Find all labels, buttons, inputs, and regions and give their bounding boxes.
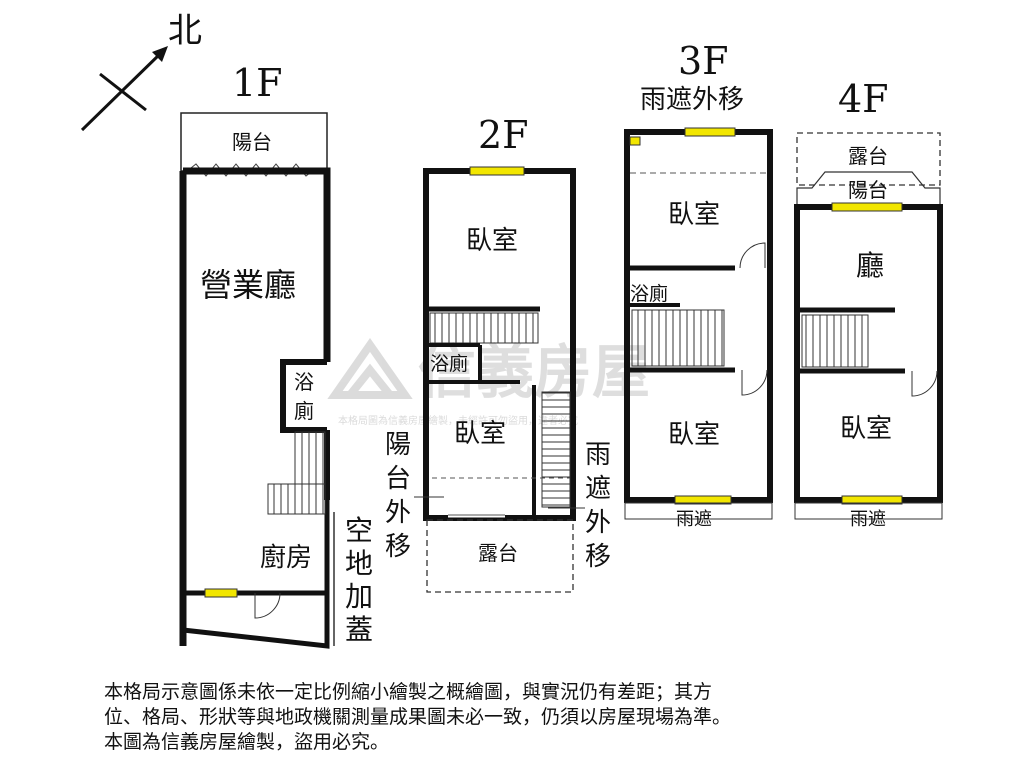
f4-bedroom-label: 臥室	[840, 414, 892, 444]
f3-window-bottom	[674, 495, 732, 505]
floor-4f: 4F 露台 陽台 廳 臥室 雨遮	[794, 77, 943, 530]
watermark-notice: 本格局圖為信義房屋繪製，未經許可勿盜用，違者必究	[338, 414, 578, 427]
f4-balcony-label: 陽台	[848, 178, 888, 202]
f4-awning-label: 雨遮	[850, 509, 886, 530]
f2-awning-moved-1: 雨	[585, 440, 611, 470]
north-compass: 北	[80, 11, 202, 132]
f3-window-top	[684, 127, 736, 137]
f2-bedroom-bottom: 臥室	[454, 419, 506, 449]
brand-logo-icon	[327, 338, 413, 399]
disclaimer-line-1: 本格局示意圖係未依一定比例縮小繪製之概繪圖，與實況仍有差距；其方	[104, 681, 713, 703]
f1-hall-label: 營業廳	[200, 266, 296, 304]
floor-plan-diagram: 信義房屋 本格局圖為信義房屋繪製，未經許可勿盜用，違者必究 北 1F 陽台 營業…	[80, 11, 943, 649]
f2-balcony-moved-2: 台	[385, 464, 411, 494]
f1-balcony-label: 陽台	[232, 130, 272, 154]
f4-terrace-label: 露台	[848, 144, 888, 168]
f2-awning-moved-3: 外	[585, 508, 611, 538]
f1-ext-4: 蓋	[345, 613, 373, 646]
f2-balcony-moved-1: 陽	[385, 430, 411, 460]
f3-bedroom-top: 臥室	[668, 200, 720, 230]
disclaimer-line-3: 本圖為信義房屋繪製，盜用必究。	[104, 731, 390, 753]
f2-balcony-moved-4: 移	[385, 532, 411, 562]
floor-3f: 3F 雨遮外移 臥室 浴廁 臥室 雨遮	[624, 39, 773, 530]
f4-window-top	[831, 202, 903, 212]
f3-awning-moved: 雨遮外移	[640, 85, 744, 115]
f3-bath-label: 浴廁	[630, 282, 668, 305]
f1-bath-bottom: 廁	[294, 399, 314, 423]
f1-bath-top: 浴	[294, 370, 314, 394]
disclaimer-line-2: 位、格局、形狀等與地政機關測量成果圖未必一致，仍須以房屋現場為準。	[104, 706, 732, 728]
f2-window-top	[469, 166, 525, 176]
f2-awning-moved-4: 移	[585, 542, 611, 572]
f4-window-bottom	[841, 495, 903, 505]
floor-2f-title: 2F	[478, 113, 529, 157]
floor-3f-title: 3F	[678, 39, 729, 83]
f1-kitchen-label: 廚房	[260, 543, 312, 573]
f1-ext-3: 加	[345, 580, 373, 613]
f2-terrace-label: 露台	[478, 541, 518, 565]
floor-2f: 2F 臥室 浴廁 臥室 露台 陽 台 外 移 雨 遮 外 移	[385, 113, 611, 593]
f1-ext-1: 空	[345, 514, 373, 547]
f2-balcony-moved-3: 外	[385, 498, 411, 528]
f1-window	[204, 588, 238, 598]
f2-awning-moved-2: 遮	[585, 474, 611, 504]
f3-bedroom-bottom: 臥室	[668, 420, 720, 450]
f1-ext-2: 地	[345, 547, 373, 580]
f2-bath-label: 浴廁	[430, 352, 468, 375]
f4-living-label: 廳	[856, 249, 884, 282]
disclaimer: 本格局示意圖係未依一定比例縮小繪製之概繪圖，與實況仍有差距；其方 位、格局、形狀…	[104, 680, 924, 755]
floor-1f: 1F 陽台 營業廳 浴 廁 廚房 空 地 加 蓋	[179, 61, 373, 649]
f2-bedroom-top: 臥室	[466, 226, 518, 256]
f3-awning-label: 雨遮	[676, 509, 712, 530]
floor-4f-title: 4F	[838, 77, 889, 121]
floor-1f-title: 1F	[232, 61, 283, 105]
north-label: 北	[168, 11, 202, 51]
